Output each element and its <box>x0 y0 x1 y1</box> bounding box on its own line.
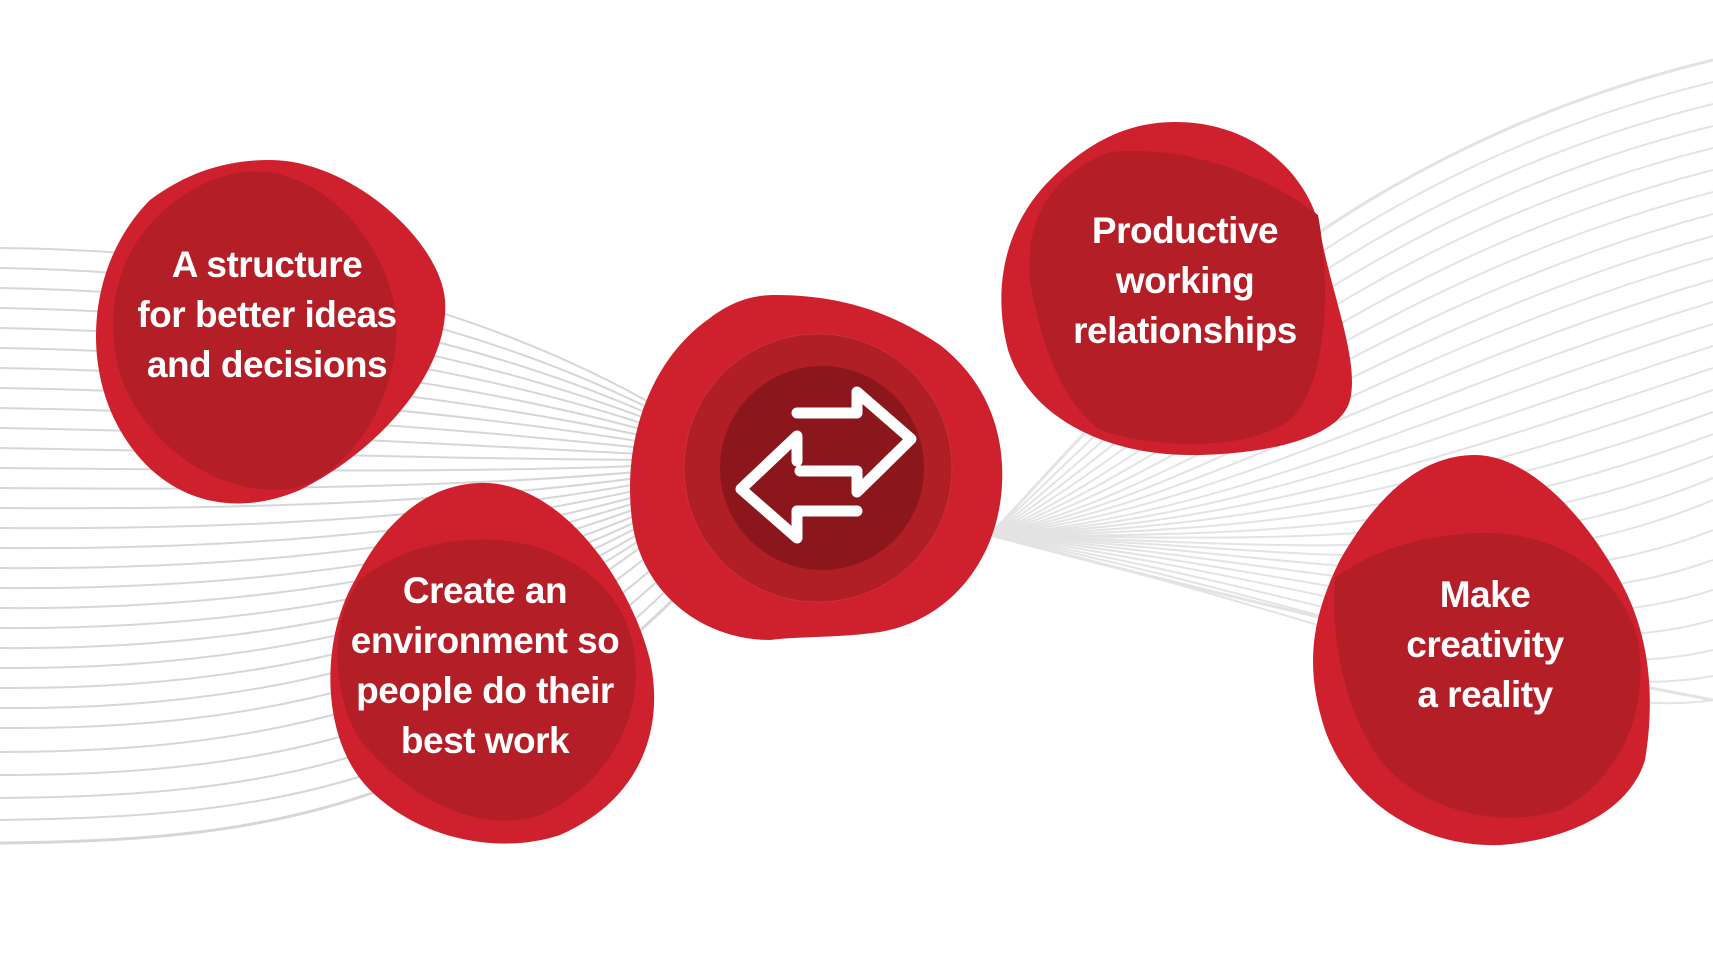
node-top-right-label: Productive working relationships <box>1073 210 1297 351</box>
blob-top-left <box>96 160 446 504</box>
node-top-left-label: A structure for better ideas and decisio… <box>137 244 397 385</box>
node-bottom-right-label: Make creativity a reality <box>1406 574 1564 715</box>
center-node <box>630 295 1003 640</box>
blob-top-right <box>1001 122 1353 455</box>
blob-bottom-left <box>330 482 655 844</box>
swap-arrows-icon <box>735 386 917 544</box>
node-bottom-left-label: Create an environment so people do their… <box>350 570 620 761</box>
blob-bottom-right <box>1313 455 1650 846</box>
